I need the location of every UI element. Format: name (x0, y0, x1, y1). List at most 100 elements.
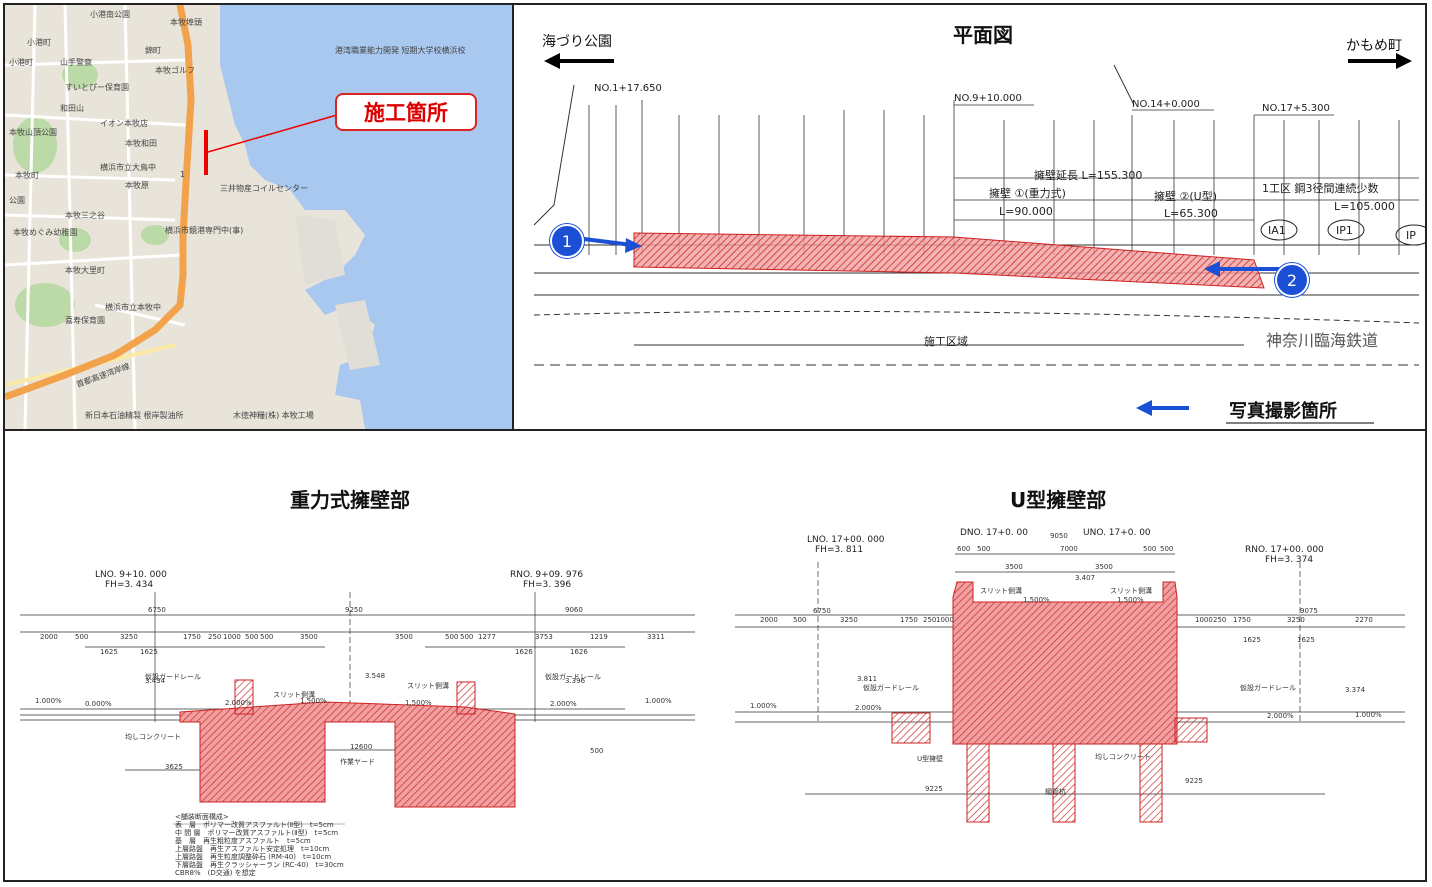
plan-view: 平面図 海づり公園 かもめ町 写真撮影箇所 神奈川臨海鉄道 施工区域 NO.1+… (514, 5, 1425, 429)
slit-label: スリット側溝 (1110, 587, 1152, 595)
wall1-label: 擁壁 ①(重力式) (989, 187, 1066, 200)
pavement-row: 中 間 層 ポリマー改質アスファルト(Ⅱ型) t=5cm (175, 829, 339, 837)
dim-label: 2270 (1355, 616, 1373, 624)
slope-label: 2.000% (855, 704, 882, 712)
guardrail-label: 仮設ガードレール (545, 673, 601, 681)
dim-label: 500 (1143, 545, 1157, 553)
dim-label: 3500 (300, 633, 318, 641)
dim-label: 9225 (1185, 777, 1203, 785)
map-label: 本牧三之谷 (65, 211, 105, 220)
u-wall-label: U型擁壁 (917, 755, 944, 763)
guardrail-label: 仮設ガードレール (863, 684, 919, 692)
dim-label: 500 (460, 633, 474, 641)
dim-label: 1625 (140, 648, 158, 656)
guardrail-label: 仮設ガードレール (145, 673, 201, 681)
d-station: DNO. 17+0. 00 (960, 528, 1028, 538)
station-label: NO.1+17.650 (594, 83, 662, 94)
photo-marker-1: 1 (550, 224, 584, 258)
map-label: 喜寿保育園 (65, 316, 105, 325)
dim-label: 3.407 (1075, 574, 1096, 582)
dim-label: 3625 (165, 763, 183, 771)
dim-label: 3250 (1287, 616, 1305, 624)
dim-label: 1277 (478, 633, 496, 641)
pier-p: IP (1406, 229, 1416, 242)
right-fh: FH=3. 396 (523, 580, 572, 590)
wall1-length: L=90.000 (999, 205, 1053, 218)
dim-label: 6750 (148, 606, 166, 614)
dim-label: 3.434 (145, 677, 166, 685)
pavement-row: CBR8% (D交通) を想定 (175, 869, 256, 877)
map-label: 横浜市立大鳥中 (100, 163, 156, 172)
concrete-label: 均しコンクリート (1095, 753, 1151, 761)
dim-label: 1750 (183, 633, 201, 641)
slope-label: 1.500% (1117, 596, 1144, 604)
pier-p1: IP1 (1336, 224, 1353, 237)
dim-label: 3500 (1095, 563, 1113, 571)
dim-label: 2000 (40, 633, 58, 641)
dim-label: 3311 (647, 633, 665, 641)
map-label: 本牧山頂公園 (9, 128, 57, 137)
u-section-drawing (735, 553, 1405, 823)
pile-label: 鋼管杭 (1045, 788, 1066, 796)
map-label: 本牧めぐみ幼稚園 (13, 228, 78, 237)
dim-label: 500 (75, 633, 89, 641)
right-station: RNO. 17+00. 000 (1245, 545, 1324, 555)
dim-label: 1000 (223, 633, 241, 641)
left-station: LNO. 9+10. 000 (95, 570, 167, 580)
dim-label: 250 (208, 633, 222, 641)
plan-title: 平面図 (953, 23, 1013, 47)
slope-label: 1.000% (750, 702, 777, 710)
dim-label: 6750 (813, 607, 831, 615)
map-label: 本牧原 (125, 181, 149, 190)
figure-frame (3, 3, 1427, 882)
map-label: 小港町 (27, 38, 51, 47)
location-map: 小港南公園 小港町 小港町 山手警察 すいとぴー保育園 和田山 イオン本牧店 本… (5, 5, 512, 429)
slit-label: スリット側溝 (273, 691, 315, 699)
pavement-row: 上層路盤 再生粒度調整砕石 (RM-40) t=10cm (175, 853, 332, 861)
map-label: 新日本石油精製 根岸製油所 (85, 411, 184, 420)
gravity-title: 重力式擁壁部 (290, 488, 410, 512)
dim-label: 250 (923, 616, 937, 624)
pavement-row: 基 層 再生粗粒度アスファルト t=5cm (175, 837, 311, 845)
dim-label: 500 (977, 545, 991, 553)
dim-label: 3500 (1005, 563, 1023, 571)
dim-label: 3500 (395, 633, 413, 641)
dim-label: 1625 (1243, 636, 1261, 644)
map-label: 三井物産コイルセンター (220, 184, 308, 193)
map-label: 本牧大里町 (65, 266, 105, 275)
right-destination: かもめ町 (1346, 38, 1402, 54)
dim-label: 500 (245, 633, 259, 641)
slope-label: 1.500% (1023, 596, 1050, 604)
map-label: 公園 (9, 196, 25, 205)
dim-label: 1750 (1233, 616, 1251, 624)
slope-label: 1.000% (1355, 711, 1382, 719)
right-station: RNO. 9+09. 976 (510, 570, 584, 580)
pier-a1: IA1 (1268, 224, 1286, 237)
pavement-row: 上層路盤 再生アスファルト安定処理 t=10cm (175, 845, 330, 853)
slope-label: 1.500% (300, 697, 327, 705)
pavement-title: <舗装断面構成> (175, 813, 229, 821)
dim-label: 9250 (345, 606, 363, 614)
left-fh: FH=3. 811 (815, 545, 864, 555)
dim-label: 1626 (515, 648, 533, 656)
dim-label: 1750 (900, 616, 918, 624)
dim-label: 3250 (120, 633, 138, 641)
dim-label: 1625 (1297, 636, 1315, 644)
map-label: 小港町 (9, 58, 33, 67)
u-station: UNO. 17+0. 00 (1083, 528, 1151, 538)
slope-label: 2.000% (550, 700, 577, 708)
dim-label: 3.811 (857, 675, 878, 683)
map-label: すいとぴー保育園 (65, 83, 129, 92)
dim-label: 500 (590, 747, 604, 755)
dim-label: 2000 (760, 616, 778, 624)
dim-label: 12600 (350, 743, 373, 751)
slope-label: 2.000% (225, 699, 252, 707)
slope-label: 1.000% (645, 697, 672, 705)
zone-length: L=105.000 (1334, 200, 1395, 213)
map-label: 和田山 (60, 104, 84, 113)
dim-label: 9225 (925, 785, 943, 793)
left-destination: 海づり公園 (542, 34, 612, 50)
station-label: NO.17+5.300 (1262, 103, 1330, 114)
plan-drawing (533, 53, 1425, 424)
map-label: 小港南公園 (90, 10, 130, 19)
